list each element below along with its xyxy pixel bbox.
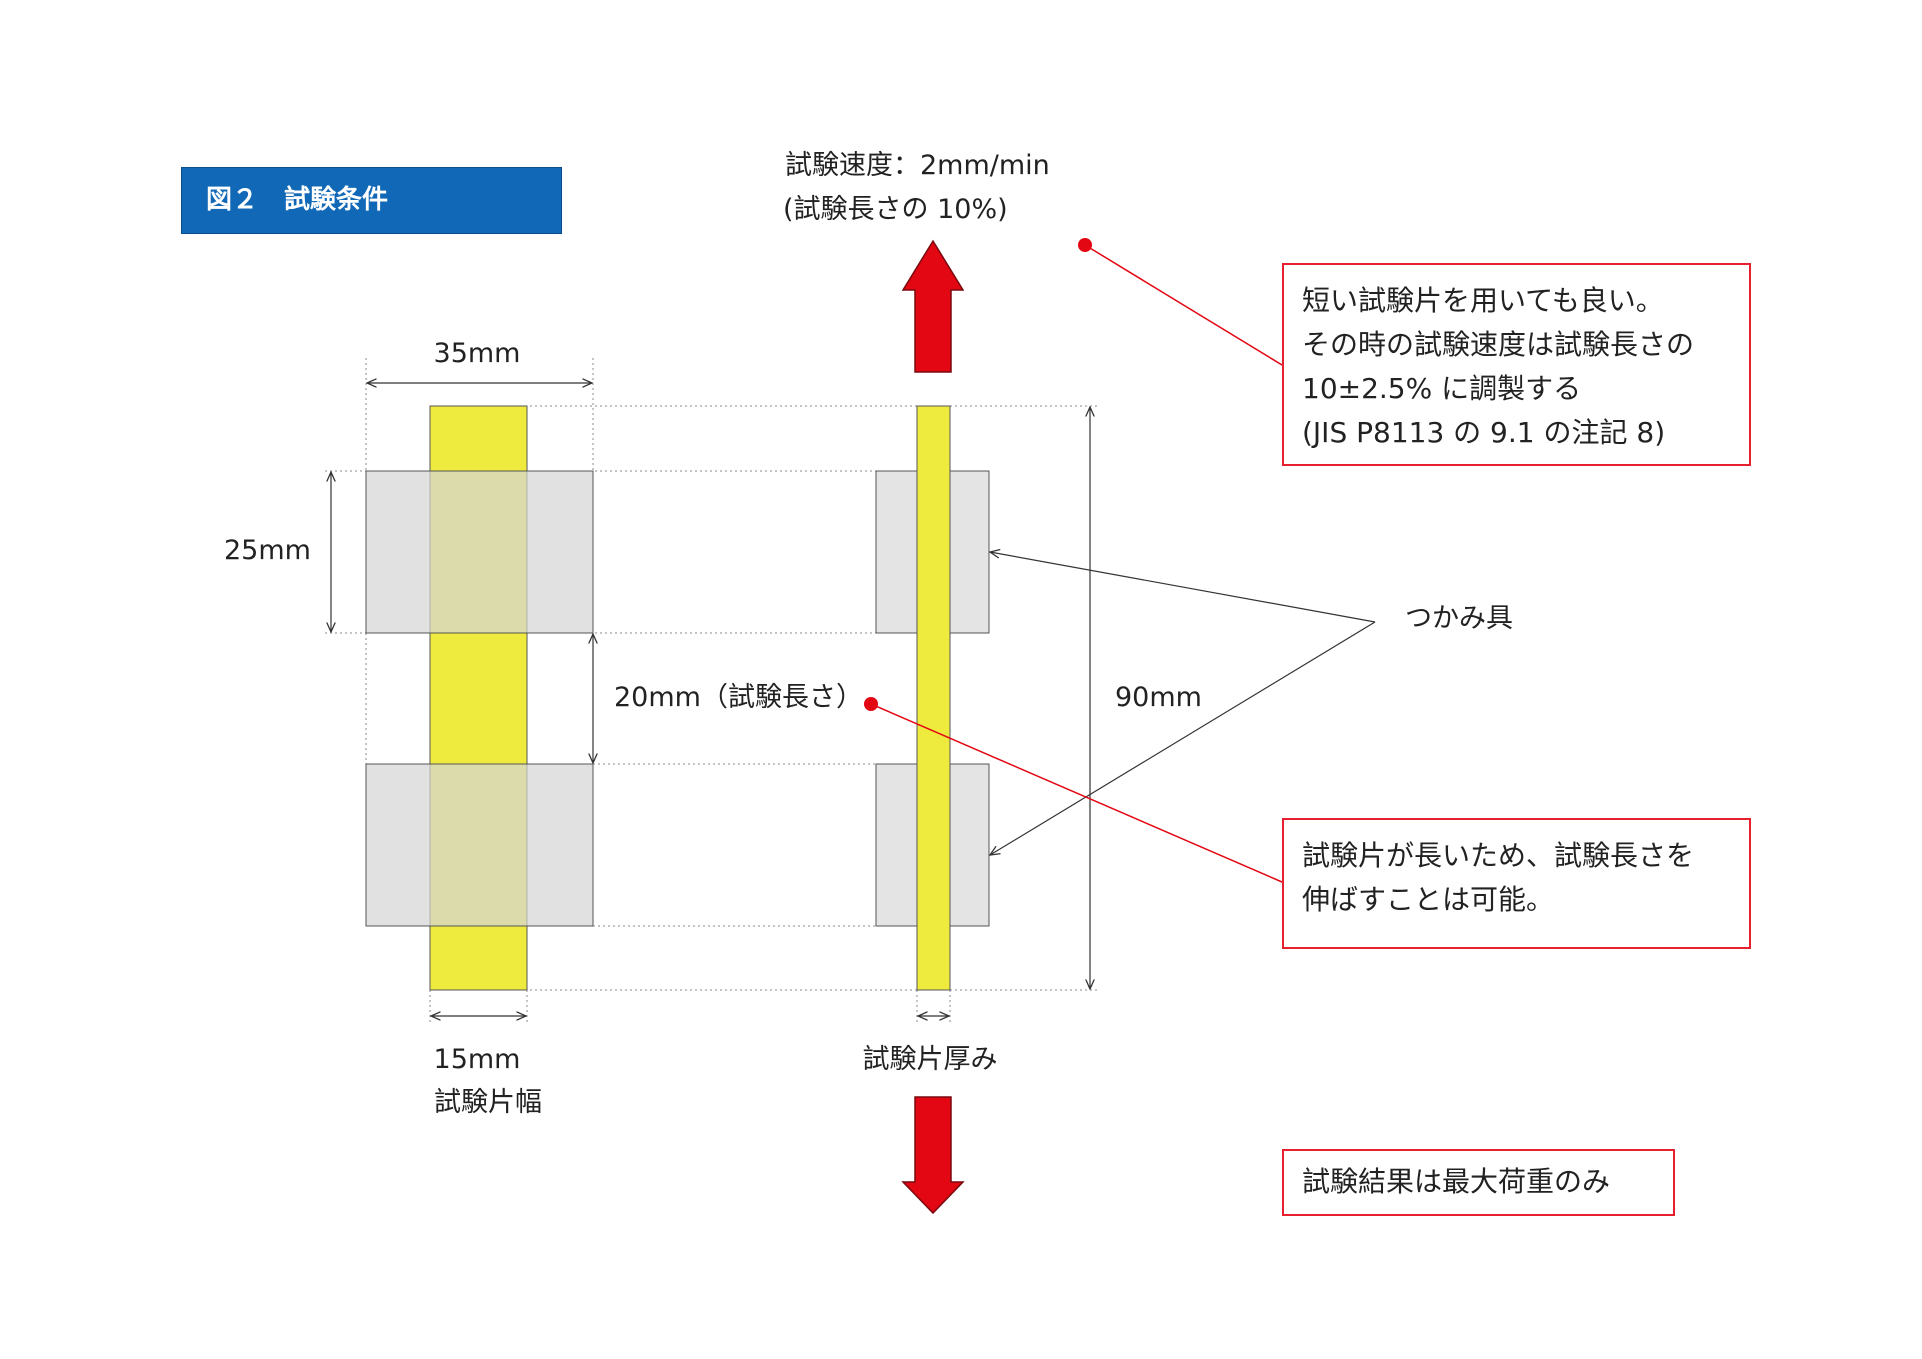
figure-title: 図２ 試験条件	[181, 167, 562, 234]
specimen-width-value: 15mm	[433, 1044, 521, 1075]
grip-lower-left	[365, 763, 594, 927]
pull-arrow-down	[901, 1096, 965, 1215]
pull-arrow-up	[901, 239, 965, 373]
result-note: 試験結果は最大荷重のみ	[1282, 1149, 1675, 1216]
clamp-width-label: 35mm	[433, 338, 521, 369]
note-line: その時の試験速度は試験長さの	[1302, 328, 1695, 361]
grip-leader-lines	[990, 552, 1376, 855]
grip-label: つかみ具	[1405, 603, 1513, 634]
note-line: 試験結果は最大荷重のみ	[1302, 1165, 1611, 1198]
callout-leaders	[864, 238, 1283, 883]
thickness-caption: 試験片厚み	[862, 1044, 998, 1075]
short-specimen-note: 短い試験片を用いても良い。 その時の試験速度は試験長さの 10±2.5% に調製…	[1282, 263, 1751, 466]
long-specimen-note: 試験片が長いため、試験長さを 伸ばすことは可能。	[1282, 818, 1751, 949]
note-line: 試験片が長いため、試験長さを	[1302, 839, 1695, 872]
speed-ratio-label: (試験長さの 10%)	[783, 194, 1008, 225]
grip-upper-left	[365, 470, 594, 634]
clamp-height-label: 25mm	[224, 535, 311, 566]
specimen-width-caption: 試験片幅	[434, 1087, 542, 1118]
total-length-label: 90mm	[1115, 682, 1202, 713]
note-line: 短い試験片を用いても良い。	[1302, 284, 1664, 317]
extension-lines	[325, 358, 1100, 1024]
note-line: 10±2.5% に調製する	[1302, 372, 1582, 405]
test-length-label: 20mm（試験長さ）	[614, 682, 863, 713]
dimension-arrows	[331, 383, 1090, 1016]
note-line: (JIS P8113 の 9.1 の注記 8)	[1302, 416, 1666, 449]
speed-label: 試験速度：2mm/min	[785, 150, 1050, 181]
note-line: 伸ばすことは可能。	[1302, 883, 1555, 916]
specimen-thickness-view	[916, 405, 951, 991]
